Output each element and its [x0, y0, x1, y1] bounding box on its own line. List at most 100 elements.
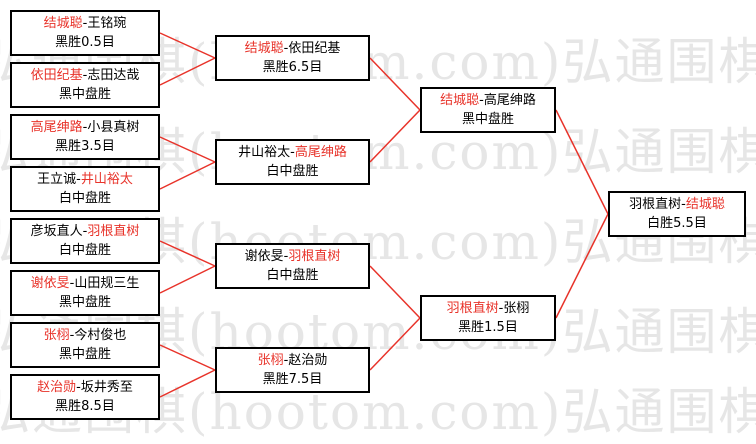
- connector-line: [159, 344, 216, 371]
- player-separator: -: [283, 41, 289, 56]
- player-name: 志田达哉: [87, 68, 140, 83]
- connector-line: [159, 265, 216, 294]
- player-separator: -: [82, 120, 88, 135]
- player-name: 井山裕太: [80, 172, 133, 187]
- player-name: 今村俊也: [74, 328, 127, 343]
- match-result: 黑胜1.5目: [458, 320, 518, 335]
- match-result: 黑中盘胜: [58, 295, 111, 310]
- match-result: 黑胜6.5目: [262, 60, 323, 75]
- connector-line: [369, 57, 421, 111]
- match-box[interactable]: 结城聪-依田纪基黑胜6.5目: [215, 35, 370, 81]
- connector-line: [159, 136, 216, 163]
- bracket-connector-lines: [159, 32, 609, 398]
- match-players: 谢依旻-山田规三生: [12, 274, 158, 293]
- player-name: 王立诚: [37, 172, 77, 187]
- match-box[interactable]: 高尾绅路-小县真树黑胜3.5目: [10, 114, 160, 160]
- match-box[interactable]: 彦坂直人-羽根直树白中盘胜: [10, 218, 160, 264]
- connector-line: [159, 161, 216, 190]
- match-players: 羽根直树-结城聪: [610, 195, 744, 214]
- match-box[interactable]: 井山裕太-高尾绅路白中盘胜: [215, 139, 370, 185]
- player-name: 高尾绅路: [294, 145, 347, 160]
- match-players: 依田纪基-志田达哉: [12, 66, 158, 85]
- player-separator: -: [479, 93, 484, 108]
- match-box[interactable]: 谢依旻-羽根直树白中盘胜: [215, 243, 370, 289]
- player-name: 赵治勋: [37, 380, 77, 395]
- player-separator: -: [82, 224, 88, 239]
- match-players: 结城聪-王铭琬: [12, 14, 158, 33]
- player-name: 高尾绅路: [483, 93, 536, 108]
- player-name: 张栩: [503, 301, 530, 316]
- player-separator: -: [681, 197, 686, 212]
- player-name: 彦坂直人: [30, 224, 83, 239]
- player-name: 张栩: [257, 353, 284, 368]
- match-players: 赵治勋-坂井秀至: [12, 378, 158, 397]
- match-result: 白中盘胜: [266, 164, 319, 179]
- player-name: 赵治勋: [288, 353, 328, 368]
- match-box[interactable]: 结城聪-高尾绅路黑中盘胜: [420, 87, 556, 133]
- match-result: 黑中盘胜: [58, 347, 111, 362]
- player-separator: -: [69, 328, 75, 343]
- player-name: 王铭琬: [87, 16, 127, 31]
- player-separator: -: [498, 301, 504, 316]
- connector-line: [159, 240, 216, 267]
- match-result: 白中盘胜: [58, 243, 111, 258]
- player-name: 坂井秀至: [80, 380, 133, 395]
- match-players: 张栩-今村俊也: [12, 326, 158, 345]
- connector-line: [159, 32, 216, 59]
- match-box[interactable]: 张栩-赵治勋黑胜7.5目: [215, 347, 370, 393]
- player-name: 张栩: [43, 328, 70, 343]
- connector-line: [555, 213, 609, 319]
- player-name: 依田纪基: [288, 41, 341, 56]
- match-box[interactable]: 结城聪-王铭琬黑胜0.5目: [10, 10, 160, 56]
- player-name: 羽根直树: [288, 249, 341, 264]
- match-box[interactable]: 赵治勋-坂井秀至黑胜8.5目: [10, 374, 160, 420]
- player-name: 山田规三生: [74, 276, 140, 291]
- match-result: 白胜5.5目: [647, 216, 707, 231]
- player-name: 井山裕太: [238, 145, 291, 160]
- match-box[interactable]: 张栩-今村俊也黑中盘胜: [10, 322, 160, 368]
- match-box[interactable]: 王立诚-井山裕太白中盘胜: [10, 166, 160, 212]
- player-separator: -: [82, 68, 88, 83]
- player-name: 羽根直树: [629, 197, 682, 212]
- player-name: 谢依旻: [30, 276, 70, 291]
- match-box[interactable]: 羽根直树-结城聪白胜5.5目: [608, 191, 746, 237]
- player-name: 结城聪: [440, 93, 480, 108]
- match-result: 黑胜0.5目: [55, 35, 115, 50]
- player-separator: -: [82, 16, 88, 31]
- player-separator: -: [69, 276, 75, 291]
- player-name: 结城聪: [43, 16, 83, 31]
- player-name: 羽根直树: [446, 301, 499, 316]
- match-players: 张栩-赵治勋: [217, 351, 368, 370]
- match-result: 黑胜7.5目: [262, 372, 323, 387]
- connector-line: [159, 369, 216, 398]
- player-name: 羽根直树: [87, 224, 140, 239]
- player-separator: -: [290, 145, 295, 160]
- player-name: 小县真树: [87, 120, 140, 135]
- connector-line: [369, 109, 421, 163]
- match-result: 白中盘胜: [266, 268, 319, 283]
- match-players: 谢依旻-羽根直树: [217, 247, 368, 266]
- match-result: 白中盘胜: [58, 191, 111, 206]
- match-players: 结城聪-高尾绅路: [422, 91, 554, 110]
- connector-line: [369, 317, 421, 371]
- match-box[interactable]: 羽根直树-张栩黑胜1.5目: [420, 295, 556, 341]
- player-name: 谢依旻: [244, 249, 284, 264]
- player-separator: -: [76, 380, 81, 395]
- match-result: 黑胜3.5目: [55, 139, 115, 154]
- match-box[interactable]: 依田纪基-志田达哉黑中盘胜: [10, 62, 160, 108]
- match-players: 王立诚-井山裕太: [12, 170, 158, 189]
- match-players: 结城聪-依田纪基: [217, 39, 368, 58]
- player-separator: -: [283, 249, 289, 264]
- player-name: 结城聪: [685, 197, 725, 212]
- player-name: 结城聪: [244, 41, 284, 56]
- match-result: 黑中盘胜: [461, 112, 514, 127]
- connector-line: [159, 57, 216, 86]
- connector-line: [555, 109, 609, 215]
- player-name: 依田纪基: [30, 68, 83, 83]
- match-result: 黑中盘胜: [58, 87, 111, 102]
- match-players: 彦坂直人-羽根直树: [12, 222, 158, 241]
- player-name: 高尾绅路: [30, 120, 83, 135]
- match-box[interactable]: 谢依旻-山田规三生黑中盘胜: [10, 270, 160, 316]
- player-separator: -: [283, 353, 289, 368]
- match-players: 羽根直树-张栩: [422, 299, 554, 318]
